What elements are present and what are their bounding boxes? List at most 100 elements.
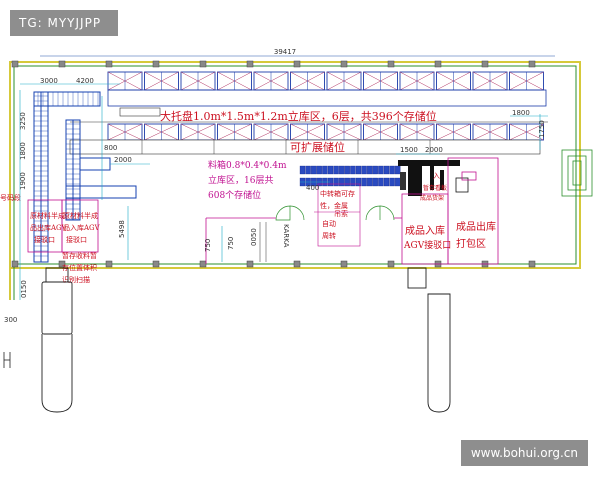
column-marker <box>481 60 489 68</box>
dim-1900: 1900 <box>19 172 27 190</box>
dim-1750: 1750 <box>538 120 546 138</box>
left-edge-label: 号码段 <box>0 193 21 202</box>
top-dimension: 39417 <box>40 48 555 57</box>
expand-zone-label: 可扩展储位 <box>290 140 345 154</box>
dimension-guides <box>19 83 548 300</box>
dim-2000b: 2000 <box>425 146 443 154</box>
bin-cell <box>316 165 322 175</box>
vertical-label: KARKA <box>282 224 290 248</box>
dim-750b: 750 <box>204 239 212 252</box>
transfer-line4: 自动 <box>322 219 336 228</box>
rack-bay <box>107 123 143 141</box>
column-marker <box>246 260 254 268</box>
bin-cell <box>383 165 390 175</box>
dim-300: 300 <box>4 316 17 324</box>
bin-cell <box>344 177 350 187</box>
truck-left <box>41 267 73 413</box>
bin-cell <box>327 165 334 175</box>
bin-cell <box>395 165 401 175</box>
rack-bay <box>326 71 362 91</box>
rack-bay <box>290 123 325 141</box>
staging-line3: 识别扫描 <box>62 275 90 284</box>
conveyor-black-block <box>398 160 460 196</box>
column-marker <box>58 60 66 68</box>
rack-bay <box>399 71 435 91</box>
bin-cell <box>355 165 362 175</box>
bin-zone-line2: 立库区，16层共 <box>208 174 273 186</box>
column-marker <box>528 260 536 268</box>
bin-cell <box>367 177 373 187</box>
column-marker <box>199 60 207 68</box>
prod-in-line2: AGV接驳口 <box>403 239 451 251</box>
column-marker <box>434 60 442 68</box>
column-marker <box>387 60 395 68</box>
dim-1800r: 1800 <box>512 109 530 117</box>
rack-bay <box>363 71 398 91</box>
dim-750: 750 <box>227 237 235 250</box>
transfer-line1: 中转箱可存 <box>320 189 355 198</box>
raw-left-line1: 原材料半成 <box>30 211 65 220</box>
prod-out-line1: 成品出库 <box>456 220 496 233</box>
bin-cell <box>378 177 384 187</box>
column-marker <box>293 60 301 68</box>
column-marker <box>152 260 160 268</box>
column-marker <box>58 260 66 268</box>
dim-3250: 3250 <box>19 112 27 130</box>
raw-in-box <box>61 199 99 253</box>
column-marker <box>387 260 395 268</box>
bin-cell <box>361 177 367 187</box>
truck-right <box>407 267 451 413</box>
rack-bay <box>472 123 508 141</box>
column-marker <box>528 60 536 68</box>
rack-bay <box>290 71 325 91</box>
bin-cell <box>383 177 390 187</box>
bin-cell <box>344 165 350 175</box>
rack-bay <box>399 123 435 141</box>
bin-cell <box>299 165 306 175</box>
bin-cell <box>389 165 395 175</box>
bin-cell <box>372 177 378 187</box>
bin-cell <box>339 165 345 175</box>
conveyor-rollers <box>34 92 99 257</box>
bin-cell <box>355 177 362 187</box>
rack-bay <box>253 123 289 141</box>
bin-cell <box>339 177 345 187</box>
bin-cell <box>389 177 395 187</box>
bin-cell <box>333 177 339 187</box>
watermark-tag: TG: MYYJJPP <box>10 10 118 36</box>
column-marker <box>340 60 348 68</box>
raw-left-line2: 品出库AGV <box>30 223 68 232</box>
rack-bay <box>180 71 216 91</box>
transfer-area <box>317 183 361 247</box>
dim-2000a: 2000 <box>114 156 132 164</box>
rack-zone-label: 大托盘1.0m*1.5m*1.2m立库区，6层，共396个存储位 <box>160 109 437 123</box>
column-marker <box>105 60 113 68</box>
dim-5498: 5498 <box>118 220 126 238</box>
left-conveyor-system <box>33 91 137 263</box>
column-marker <box>293 260 301 268</box>
rack-bay <box>107 71 143 91</box>
dim-0050: 0050 <box>250 228 258 246</box>
site-watermark: www.bohui.org.cn <box>460 440 588 466</box>
rack-bay <box>509 123 544 141</box>
bin-cell <box>378 165 384 175</box>
column-marker <box>105 260 113 268</box>
bin-cell <box>395 177 401 187</box>
rack-bay <box>217 123 252 141</box>
raw-right-line1: 原材料半成 <box>63 211 98 220</box>
staging-line2: 存位置体积 <box>62 263 97 272</box>
raw-right-line3: 接驳口 <box>66 235 87 244</box>
rack-bay <box>253 71 289 91</box>
column-marker <box>340 260 348 268</box>
column-marker <box>11 60 19 68</box>
rack-bay <box>180 123 216 141</box>
right-external-unit <box>561 149 593 197</box>
rack-bay <box>217 71 252 91</box>
product-in-area <box>401 193 449 265</box>
rack-bay <box>509 71 544 91</box>
dim-1800: 1800 <box>19 142 27 160</box>
column-marker <box>199 260 207 268</box>
left-edge-marker <box>3 352 11 368</box>
column-grid <box>11 60 536 268</box>
